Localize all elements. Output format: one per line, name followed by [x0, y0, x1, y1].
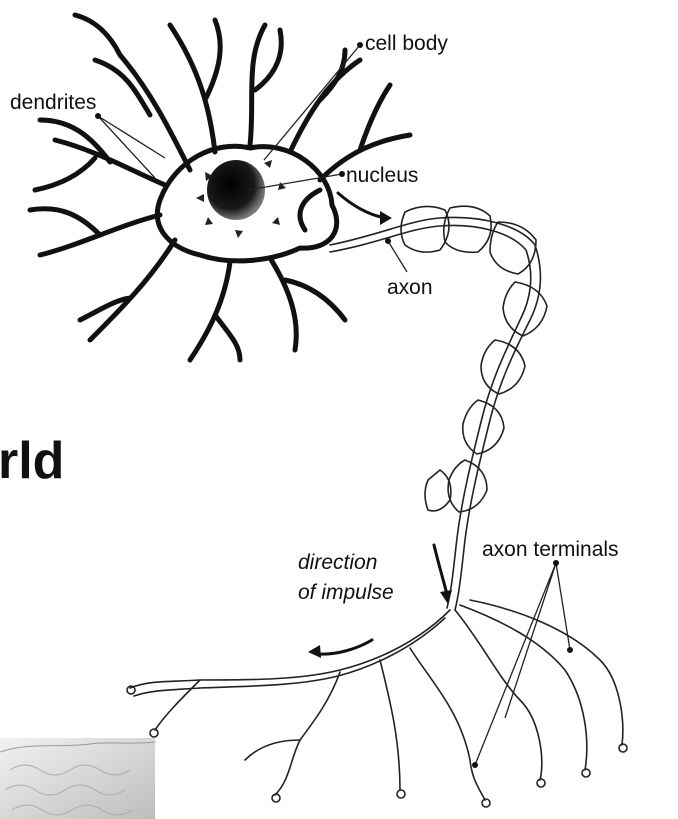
nucleus-shape: [207, 160, 265, 220]
label-of-impulse: of impulse: [298, 581, 394, 604]
axon-terminal-branches: [127, 600, 627, 807]
slide-title-fragment: rld: [0, 432, 64, 490]
label-direction: direction: [298, 551, 377, 574]
label-cell-body: cell body: [365, 32, 448, 55]
label-leader-lines: [95, 42, 573, 768]
label-axon: axon: [387, 276, 433, 299]
label-axon-terminals: axon terminals: [482, 538, 619, 561]
label-nucleus: nucleus: [346, 164, 418, 187]
label-dendrites: dendrites: [10, 91, 96, 114]
tissue-image-fragment: [0, 738, 155, 819]
